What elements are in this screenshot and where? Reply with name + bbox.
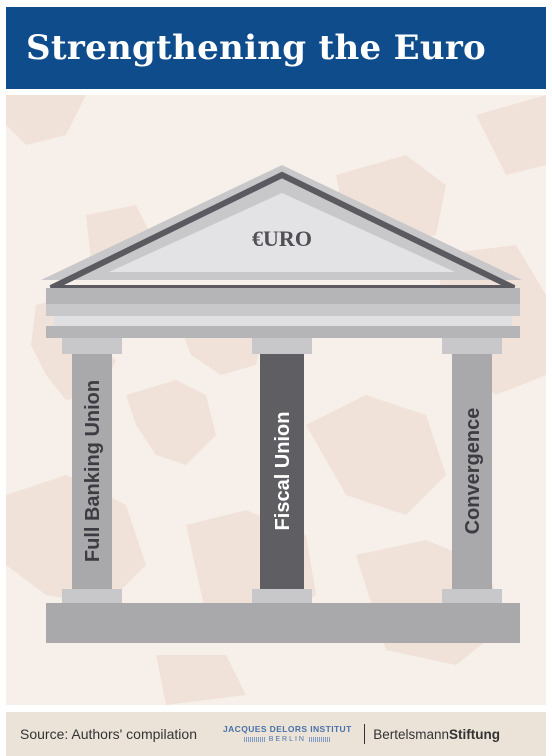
jdi-bars-icon	[243, 736, 266, 742]
bertelsmann-word: Bertelsmann	[373, 726, 449, 742]
center-pillar-capital	[252, 338, 312, 354]
jdi-logo-top: JACQUES DELORS INSTITUT	[223, 724, 352, 735]
left-pillar-label: Full Banking Union	[82, 380, 104, 562]
entablature-bottom	[46, 326, 520, 338]
center-pillar-shaft	[260, 354, 304, 589]
roof-label: €URO	[252, 226, 312, 251]
bertelsmann-stiftung-logo: BertelsmannStiftung	[373, 727, 500, 742]
diagram-area: €URO Full Banking Union Fiscal Union Con…	[6, 95, 546, 705]
title-banner: Strengthening the Euro	[6, 7, 546, 89]
right-pillar-shaft	[452, 354, 492, 589]
base-slab	[46, 603, 520, 643]
entablature-middle	[46, 304, 520, 316]
jdi-logo-bottom: BERLIN	[243, 735, 331, 743]
center-pillar-label: Fiscal Union	[272, 412, 294, 531]
jdi-bars-icon	[308, 736, 331, 742]
temple-diagram: €URO Full Banking Union Fiscal Union Con…	[41, 165, 522, 643]
right-pillar-label: Convergence	[462, 408, 484, 535]
entablature-gap	[54, 316, 512, 326]
left-pillar-base	[62, 589, 122, 603]
page-title: Strengthening the Euro	[26, 28, 487, 68]
center-pillar-base	[252, 589, 312, 603]
right-pillar-base	[442, 589, 502, 603]
source-note: Source: Authors' compilation	[20, 726, 197, 742]
logo-divider	[363, 724, 366, 744]
footer: Source: Authors' compilation JACQUES DEL…	[6, 712, 546, 756]
jacques-delors-institut-logo: JACQUES DELORS INSTITUT BERLIN	[223, 725, 352, 743]
left-pillar-shaft	[72, 354, 112, 589]
jdi-logo-city: BERLIN	[268, 735, 306, 743]
stiftung-word: Stiftung	[448, 726, 500, 742]
left-pillar-capital	[62, 338, 122, 354]
pediment	[109, 193, 455, 272]
entablature-top	[46, 288, 520, 304]
right-pillar-capital	[442, 338, 502, 354]
